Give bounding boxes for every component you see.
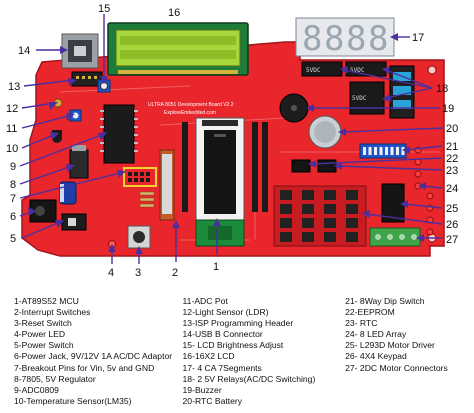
regulator-7805 (69, 145, 89, 179)
legend-item: 6-Power Jack, 9V/12V 1A AC/DC Adaptor (14, 351, 173, 362)
callout-4: 4 (108, 267, 114, 279)
mcu-headers (182, 122, 268, 212)
callout-19: 19 (442, 103, 454, 115)
callout-5: 5 (10, 233, 16, 245)
seven-seg-digit: 8 (368, 19, 388, 59)
power-jack (29, 199, 57, 223)
callout-10: 10 (6, 143, 18, 155)
dip-switch (359, 143, 407, 159)
resistors (139, 191, 155, 208)
legend-item: 27- 2DC Motor Connectors (345, 362, 448, 373)
callout-20: 20 (446, 123, 458, 135)
rtc-battery (308, 115, 342, 149)
interrupt-switches (159, 149, 175, 221)
callout-24: 24 (446, 183, 458, 195)
legend-item: 10-Temperature Sensor(LM35) (14, 395, 132, 406)
callout-7: 7 (10, 193, 16, 205)
legend-item: 1-AT89S52 MCU (14, 296, 79, 306)
relay-label: 5VDC (350, 67, 365, 74)
silkscreen-title-block: ULTRA 8051 Development Board V2.2 Explor… (148, 102, 234, 116)
legend-item: 25- L293D Motor Driver (345, 340, 435, 351)
legend-item: 20-RTC Battery (182, 395, 243, 406)
callout-1: 1 (213, 261, 219, 273)
eeprom-chip (291, 159, 311, 173)
callout-14: 14 (18, 45, 30, 57)
callout-8: 8 (10, 179, 16, 191)
seven-segment-display: 8 8 8 8 (295, 17, 395, 59)
callout-22: 22 (446, 153, 458, 165)
relay-label: 5VDC (306, 67, 321, 74)
callout-15: 15 (98, 3, 110, 15)
adc0809-chip (100, 104, 138, 164)
reset-switch (127, 225, 151, 249)
legend-item: 24- 8 LED Array (345, 329, 407, 340)
mcu-at89s52 (195, 117, 245, 247)
callout-26: 26 (446, 219, 458, 231)
legend-item: 23- RTC (345, 318, 378, 329)
legend-item: 14-USB B Connector (182, 329, 263, 340)
relay-label: 5VDC (352, 95, 367, 102)
legend-item: 26- 4X4 Keypad (345, 351, 407, 362)
callout-11: 11 (6, 123, 17, 135)
rtc-chip (317, 159, 337, 173)
lcd-16x2 (107, 22, 249, 76)
legend-item: 8-7805, 5V Regulator (14, 373, 96, 384)
legend-item: 12-Light Sensor (LDR) (182, 307, 269, 318)
buzzer (279, 93, 309, 123)
callout-arrowheads (28, 33, 426, 254)
mount-hole (427, 65, 437, 75)
callout-27: 27 (446, 234, 458, 246)
callout-17: 17 (412, 32, 424, 44)
callout-21: 21 (446, 141, 458, 153)
legend-item: 7-Breakout Pins for Vin, 5v and GND (14, 362, 155, 373)
callout-25: 25 (446, 203, 458, 215)
power-switch (61, 213, 87, 231)
seven-seg-digit: 8 (346, 19, 366, 59)
callout-23: 23 (446, 165, 458, 177)
breakout-pins (123, 167, 157, 187)
legend-item: 18- 2 5V Relays(AC/DC Switching) (182, 373, 316, 384)
legend-column-2: 11-ADC Pot 12-Light Sensor (LDR) 13-ISP … (183, 296, 342, 408)
legend-item: 19-Buzzer (182, 384, 222, 395)
callout-18: 18 (436, 83, 448, 95)
callout-6: 6 (10, 211, 16, 223)
legend-column-1: 1-AT89S52 MCU 2-Interrupt Switches 3-Res… (14, 296, 179, 408)
callout-12: 12 (6, 103, 18, 115)
legend-item: 15- LCD Brightness Adjust (182, 340, 284, 351)
legend-item: 17- 4 CA 7Segments (182, 362, 262, 373)
seven-seg-digit: 8 (324, 19, 344, 59)
legend-item: 5-Power Switch (14, 340, 74, 351)
callout-16: 16 (168, 7, 180, 19)
seven-seg-digit: 8 (302, 19, 322, 59)
keypad-4x4 (273, 185, 367, 247)
legend-item: 22-EEPROM (345, 307, 395, 318)
callout-2: 2 (172, 267, 178, 279)
legend-item: 21- 8Way Dip Switch (345, 296, 425, 306)
callout-13: 13 (8, 81, 20, 93)
legend-column-3: 21- 8Way Dip Switch 22-EEPROM 23- RTC 24… (345, 296, 469, 408)
legend-item: 9-ADC0809 (14, 384, 59, 395)
motor-connectors (369, 227, 421, 247)
legend-item: 4-Power LED (14, 329, 66, 340)
silkscreen-title: ULTRA 8051 Development Board V2.2 (148, 102, 234, 108)
legend-item: 3-Reset Switch (14, 318, 72, 329)
callout-numbers: 1 2 3 4 5 6 7 8 9 10 11 12 13 14 15 16 1… (6, 3, 458, 279)
callout-9: 9 (10, 161, 16, 173)
legend-item: 13-ISP Programming Header (182, 318, 294, 329)
usb-b-connector (61, 33, 99, 69)
legend-item: 11-ADC Pot (182, 296, 228, 306)
legend-item: 16-16X2 LCD (182, 351, 235, 362)
legend-item: 2-Interrupt Switches (14, 307, 91, 318)
silkscreen-url: ExploreEmbedded.com (164, 110, 216, 116)
board-diagram: 8 8 8 8 5VDC 5VDC 5VDC ULTRA 8051 Develo… (6, 3, 458, 279)
legend: 1-AT89S52 MCU 2-Interrupt Switches 3-Res… (14, 296, 469, 408)
callout-3: 3 (135, 267, 141, 279)
